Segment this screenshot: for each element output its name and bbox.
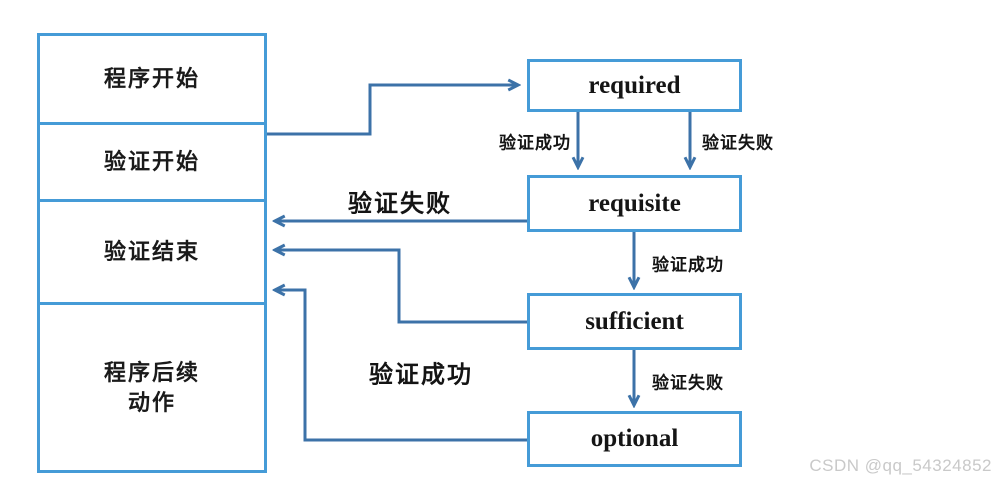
- edge-sufficient-to-end: [276, 250, 527, 324]
- edge-start-to-required: [267, 85, 517, 136]
- flag-box-sufficient: sufficient: [527, 293, 742, 350]
- flag-box-optional: optional: [527, 411, 742, 467]
- csdn-watermark: CSDN @qq_54324852: [809, 456, 992, 475]
- section-auth-start: 验证开始: [40, 122, 264, 199]
- label-sufficient-fail: 验证失败: [652, 373, 724, 393]
- section-program-followup-label: 程序后续 动作: [103, 359, 200, 415]
- section-auth-end: 验证结束: [40, 199, 264, 302]
- flag-requisite-label: requisite: [588, 189, 681, 217]
- label-required-success: 验证成功: [499, 133, 571, 153]
- flag-box-requisite: requisite: [527, 175, 742, 232]
- section-program-start-label: 程序开始: [103, 66, 200, 92]
- flag-required-label: required: [588, 71, 681, 99]
- flag-optional-label: optional: [590, 425, 679, 452]
- section-program-start: 程序开始: [40, 36, 264, 122]
- flag-box-required: required: [527, 59, 742, 112]
- label-required-fail: 验证失败: [702, 133, 774, 153]
- section-auth-end-label: 验证结束: [103, 239, 200, 265]
- section-program-followup: 程序后续 动作: [40, 302, 264, 470]
- flag-sufficient-label: sufficient: [585, 307, 684, 335]
- section-auth-start-label: 验证开始: [103, 149, 200, 175]
- label-requisite-fail: 验证失败: [348, 190, 452, 218]
- program-flow-box: 程序开始 验证开始 验证结束 程序后续 动作: [37, 33, 267, 473]
- label-requisite-success: 验证成功: [652, 255, 724, 275]
- label-sufficient-success: 验证成功: [369, 361, 473, 389]
